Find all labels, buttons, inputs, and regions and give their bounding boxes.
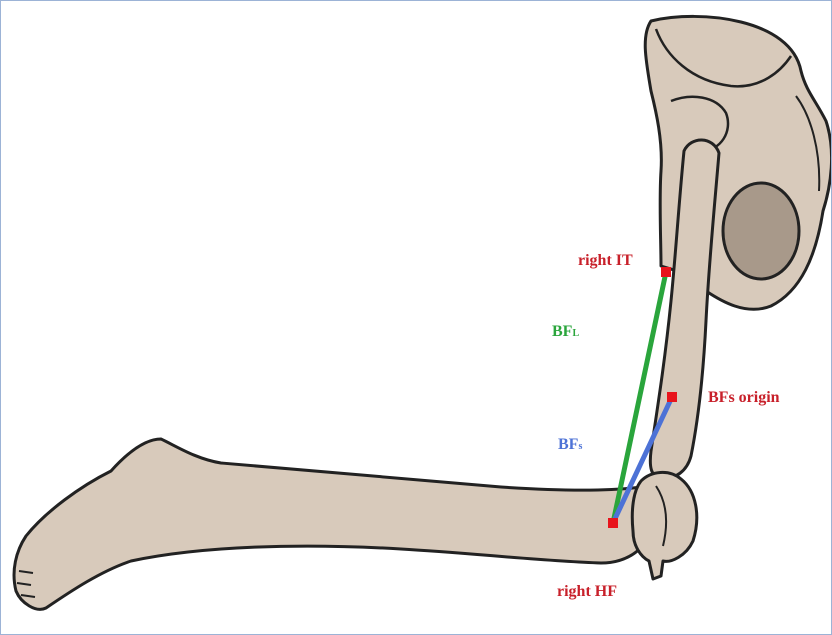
knee-outline xyxy=(632,472,697,579)
bfs-origin-marker xyxy=(667,392,677,402)
bf-long-head-label-sub: L xyxy=(572,328,579,339)
bf-short-head-label: BFs xyxy=(558,437,582,453)
bf-long-head-label: BFL xyxy=(552,324,579,340)
bf-long-head-label-main: BF xyxy=(552,323,572,340)
bfs-origin-label: BFs origin xyxy=(708,390,780,406)
right-it-label: right IT xyxy=(578,253,633,269)
bf-short-head-label-sub: s xyxy=(578,441,582,452)
right-it-marker xyxy=(661,267,671,277)
right-hf-label: right HF xyxy=(557,584,617,600)
obturator-foramen xyxy=(723,183,799,279)
knee-joint xyxy=(632,472,697,579)
right-hf-marker xyxy=(608,518,618,528)
bf-short-head-label-main: BF xyxy=(558,436,578,453)
